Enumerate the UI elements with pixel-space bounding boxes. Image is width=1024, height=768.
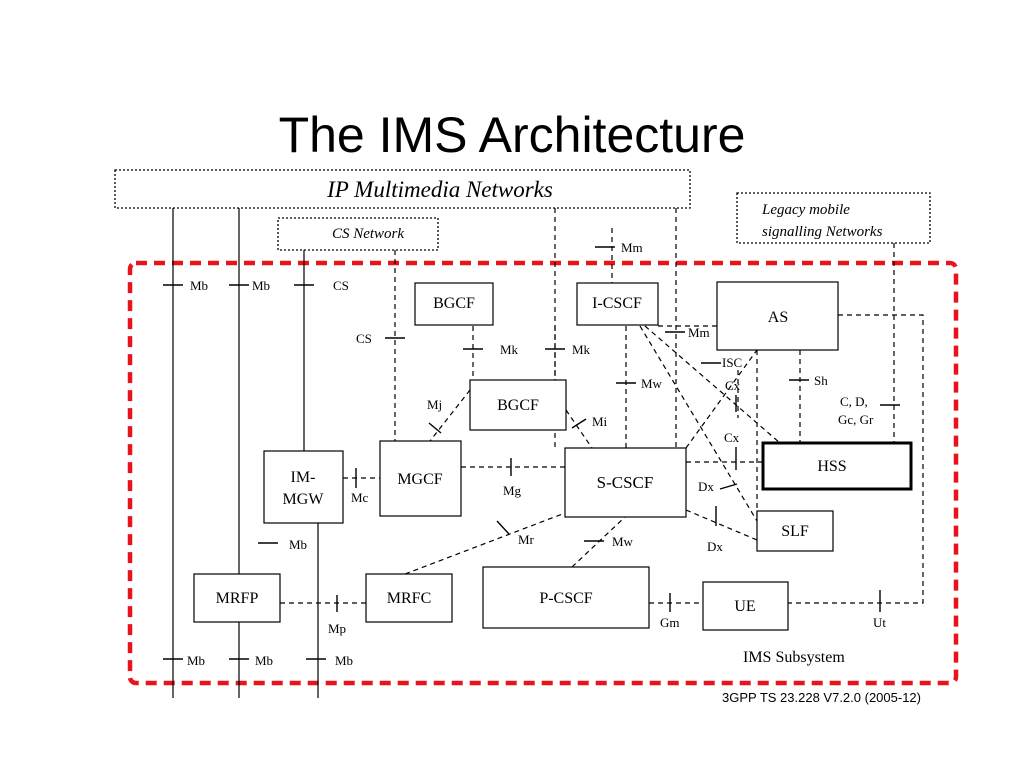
bgcf-label: BGCF: [497, 397, 539, 414]
dx-label-2: Dx: [707, 539, 723, 554]
isc-line: [685, 349, 758, 449]
pcscf-label: P-CSCF: [539, 590, 592, 607]
slf-label: SLF: [781, 523, 809, 540]
mb-label-2: Mb: [252, 278, 270, 293]
mj-line: [429, 389, 471, 442]
mm-label-top: Mm: [621, 240, 643, 255]
icscf-label: I-CSCF: [592, 295, 642, 312]
mb-label-mid: Mb: [289, 537, 307, 552]
cs-network-label: CS Network: [332, 226, 404, 242]
cx-label-1: Cx: [725, 378, 741, 393]
mi-tick: [571, 418, 587, 429]
mk-label-2: Mk: [572, 342, 591, 357]
cdgcgr-label-2: Gc, Gr: [838, 412, 874, 427]
as-to-ue-line: [788, 314, 924, 604]
ims-subsystem-border: [127, 260, 959, 686]
icscf-box: [576, 282, 659, 326]
ip-multimedia-networks-label: IP Multimedia Networks: [326, 177, 553, 202]
legacy-networks-box: [736, 192, 931, 244]
cs-network-box: [277, 217, 439, 251]
legacy-networks-label-1: Legacy mobile: [761, 202, 850, 218]
isc-label: ISC: [722, 355, 742, 370]
mgcf-box: [379, 440, 462, 517]
bgcf-top-box: [414, 282, 494, 326]
mk-label-1: Mk: [500, 342, 519, 357]
dx-line: [685, 509, 758, 541]
mp-label: Mp: [328, 621, 346, 636]
mj-tick: [428, 422, 442, 434]
scscf-box: [564, 447, 687, 518]
page-title: The IMS Architecture: [279, 107, 746, 163]
cx-label-2: Cx: [724, 430, 740, 445]
mm-label-right: Mm: [688, 325, 710, 340]
mw-label-bottom: Mw: [612, 534, 634, 549]
mrfc-label: MRFC: [387, 590, 431, 607]
ut-label: Ut: [873, 615, 886, 630]
mc-label: Mc: [351, 490, 369, 505]
cs-label-top: CS: [333, 278, 349, 293]
dx-label-1: Dx: [698, 479, 714, 494]
as-box: [716, 281, 839, 351]
mb-label-b3: Mb: [335, 653, 353, 668]
mj-label: Mj: [427, 397, 442, 412]
cdgcgr-label-1: C, D,: [840, 394, 868, 409]
ip-multimedia-networks-box: [114, 169, 691, 209]
scscf-label: S-CSCF: [597, 473, 654, 492]
icscf-to-slf-line: [639, 325, 758, 522]
ims-subsystem-label: IMS Subsystem: [743, 649, 845, 666]
mr-tick: [496, 520, 510, 535]
mi-label: Mi: [592, 414, 608, 429]
ue-label: UE: [734, 598, 755, 615]
bgcf-box: [469, 379, 567, 431]
mrfp-label: MRFP: [216, 590, 259, 607]
as-label: AS: [768, 309, 788, 326]
dx-tick-1: [719, 483, 738, 490]
bgcf-top-label: BGCF: [433, 295, 475, 312]
mb-label-1: Mb: [190, 278, 208, 293]
reference-label: 3GPP TS 23.228 V7.2.0 (2005-12): [722, 690, 921, 705]
ue-box: [702, 581, 789, 631]
mw-line-bottom: [571, 516, 626, 568]
mb-label-b1: Mb: [187, 653, 205, 668]
hss-box: [761, 441, 913, 491]
mi-line: [565, 409, 593, 449]
mrfc-box: [365, 573, 453, 623]
mb-label-b2: Mb: [255, 653, 273, 668]
mg-label: Mg: [503, 483, 522, 498]
mgcf-label: MGCF: [397, 471, 442, 488]
legacy-networks-label-2: signalling Networks: [762, 224, 883, 240]
mr-line: [404, 512, 566, 575]
cs-label-left: CS: [356, 331, 372, 346]
mw-label-top: Mw: [641, 376, 663, 391]
sh-label: Sh: [814, 373, 828, 388]
hss-label: HSS: [817, 458, 846, 475]
mr-label: Mr: [518, 532, 535, 547]
mrfp-box: [193, 573, 281, 623]
im-mgw-label-2: MGW: [283, 491, 325, 508]
im-mgw-box: [263, 450, 344, 524]
pcscf-box: [482, 566, 650, 629]
im-mgw-label-1: IM-: [291, 469, 316, 486]
gm-label: Gm: [660, 615, 680, 630]
slf-box: [756, 510, 834, 552]
